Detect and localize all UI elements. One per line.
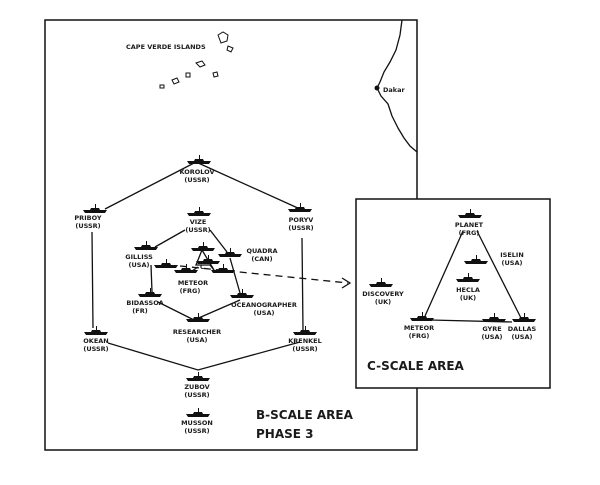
svg-text:VIZE: VIZE (190, 218, 207, 226)
svg-text:OKEAN: OKEAN (83, 337, 108, 345)
ship-researcher: RESEARCHER(USA) (173, 313, 221, 344)
svg-text:PORYV: PORYV (289, 216, 314, 224)
ship-quadra: QUADRA(CAN) (218, 247, 278, 263)
ship-priboy: PRIBOY(USSR) (74, 204, 107, 230)
c-marker: C (200, 264, 205, 271)
svg-text:(USSR): (USSR) (184, 427, 209, 435)
ship-icon (134, 241, 158, 250)
svg-text:MUSSON: MUSSON (181, 419, 213, 427)
ship-meteor-b: METEOR(FRG) (154, 242, 235, 295)
b-area-title: B-SCALE AREA (256, 408, 354, 422)
ship-icon (293, 326, 317, 335)
ship-korolov: KOROLOV(USSR) (179, 155, 215, 184)
svg-text:(FR): (FR) (132, 307, 147, 315)
dakar-marker (374, 85, 380, 91)
ship-icon (218, 248, 242, 257)
svg-text:(USA): (USA) (482, 333, 503, 341)
svg-text:METEOR: METEOR (178, 279, 208, 287)
svg-text:(FRG): (FRG) (409, 332, 430, 340)
svg-text:(USA): (USA) (187, 336, 208, 344)
link-to-c-area (179, 265, 349, 284)
ship-meteor-c: METEOR(FRG) (404, 312, 434, 340)
ship-oceanographer: OCEANOGRAPHER(USA) (230, 289, 297, 317)
svg-text:ISELIN: ISELIN (500, 251, 524, 259)
ship-bidassoa: BIDASSOA(FR) (126, 288, 164, 315)
svg-text:PRIBOY: PRIBOY (74, 214, 101, 222)
cape-verde-islands (159, 31, 234, 89)
ship-icon (138, 288, 162, 297)
b-area-phase: PHASE 3 (256, 427, 314, 441)
ship-krenkel: KRENKEL(USSR) (288, 326, 322, 353)
svg-text:(USSR): (USSR) (292, 345, 317, 353)
svg-text:OCEANOGRAPHER: OCEANOGRAPHER (231, 301, 297, 309)
ship-icon (83, 204, 107, 213)
c-area-title: C-SCALE AREA (367, 359, 465, 373)
ship-icon (84, 326, 108, 335)
svg-text:DISCOVERY: DISCOVERY (362, 290, 404, 298)
svg-text:(USSR): (USSR) (288, 224, 313, 232)
ship-poryv: PORYV(USSR) (288, 203, 314, 232)
svg-text:(USSR): (USSR) (75, 222, 100, 230)
svg-text:KOROLOV: KOROLOV (179, 168, 214, 176)
ship-musson: MUSSON(USSR) (181, 408, 213, 435)
svg-text:HECLA: HECLA (456, 286, 480, 294)
ship-planet: PLANET(FRG) (455, 209, 484, 237)
svg-text:(UK): (UK) (460, 294, 476, 302)
svg-text:DALLAS: DALLAS (508, 325, 537, 333)
svg-text:RESEARCHER: RESEARCHER (173, 328, 221, 336)
ship-icon (187, 155, 211, 164)
dakar-label: Dakar (383, 86, 405, 94)
ship-vize: VIZE(USSR) (185, 207, 211, 234)
svg-text:PLANET: PLANET (455, 221, 484, 229)
ship-gilliss: GILLISS(USA) (125, 241, 158, 269)
svg-text:(USSR): (USSR) (184, 176, 209, 184)
svg-text:GILLISS: GILLISS (125, 253, 153, 261)
svg-text:BIDASSOA: BIDASSOA (126, 299, 163, 307)
svg-text:(USSR): (USSR) (185, 226, 210, 234)
ship-dallas: DALLAS(USA) (508, 313, 537, 341)
svg-text:(CAN): (CAN) (251, 255, 272, 263)
arrow-head-icon (341, 277, 352, 289)
svg-text:(USA): (USA) (512, 333, 533, 341)
svg-text:(FRG): (FRG) (459, 229, 480, 237)
svg-text:(UK): (UK) (375, 298, 391, 306)
ship-zubov: ZUBOV(USSR) (184, 372, 210, 399)
ship-icon (186, 408, 210, 417)
ship-icon (186, 372, 210, 381)
ship-okean: OKEAN(USSR) (83, 326, 109, 353)
ship-icon (288, 203, 312, 212)
ship-gyre: GYRE(USA) (482, 313, 506, 341)
svg-text:(USSR): (USSR) (184, 391, 209, 399)
svg-text:ZUBOV: ZUBOV (184, 383, 209, 391)
ship-hecla: HECLA(UK) (456, 273, 480, 302)
svg-text:KRENKEL: KRENKEL (288, 337, 322, 345)
svg-text:(FRG): (FRG) (180, 287, 201, 295)
svg-text:QUADRA: QUADRA (246, 247, 277, 255)
ship-iselin: ISELIN(USA) (464, 251, 524, 267)
ship-icon (187, 207, 211, 216)
svg-text:GYRE: GYRE (482, 325, 501, 333)
svg-text:METEOR: METEOR (404, 324, 434, 332)
svg-text:(USA): (USA) (129, 261, 150, 269)
ship-icon (191, 242, 215, 251)
svg-text:(USA): (USA) (254, 309, 275, 317)
african-coastline (376, 19, 418, 153)
svg-text:(USA): (USA) (502, 259, 523, 267)
svg-text:(USSR): (USSR) (83, 345, 108, 353)
c-scale-frame (355, 198, 551, 389)
ship-discovery: DISCOVERY(UK) (362, 278, 404, 306)
ship-icon (230, 289, 254, 298)
islands-label: CAPE VERDE ISLANDS (126, 43, 206, 51)
